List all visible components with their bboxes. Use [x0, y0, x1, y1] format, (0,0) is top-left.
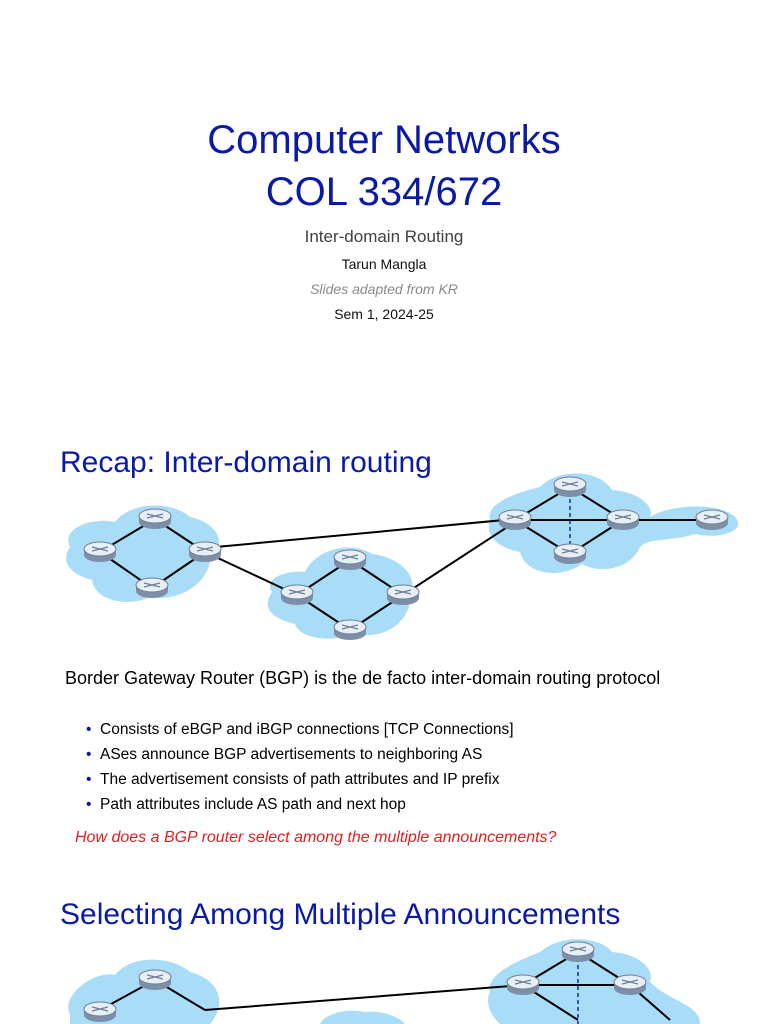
router-icon — [138, 508, 172, 530]
router-icon — [386, 584, 420, 606]
as-cloud-left — [66, 505, 220, 602]
recap-heading: Recap: Inter-domain routing — [60, 446, 432, 479]
bullet-dot-icon: • — [86, 721, 92, 738]
slide-title-line2: COL 334/672 — [265, 170, 503, 214]
router-icon — [83, 1001, 117, 1023]
router-icon — [695, 509, 729, 531]
bullet-dot-icon: • — [86, 771, 92, 788]
as-cloud-middle — [320, 1010, 405, 1024]
semester-label: Sem 1, 2024-25 — [334, 306, 434, 322]
bullet-dot-icon: • — [86, 746, 92, 763]
router-icon — [553, 476, 587, 498]
router-icon — [553, 543, 587, 565]
list-item: • Path attributes include AS path and nex… — [86, 792, 514, 817]
router-icon — [561, 941, 595, 963]
bullet-text: The advertisement consists of path attri… — [100, 771, 500, 788]
router-icon — [498, 509, 532, 531]
as-cloud-right — [488, 939, 700, 1024]
router-icon — [613, 974, 647, 996]
bullet-dot-icon: • — [86, 796, 92, 813]
list-item: • The advertisement consists of path attr… — [86, 767, 514, 792]
recap-question: How does a BGP router select among the m… — [75, 829, 557, 846]
router-icon — [83, 541, 117, 563]
network-diagram-select — [68, 939, 700, 1024]
bullet-text: Consists of eBGP and iBGP connections [T… — [100, 721, 514, 738]
router-icon — [280, 584, 314, 606]
recap-intro: Border Gateway Router (BGP) is the de fa… — [65, 668, 661, 688]
router-icon — [135, 577, 169, 599]
router-icon — [333, 549, 367, 571]
network-diagram-recap — [66, 473, 739, 641]
slide-subtitle: Inter-domain Routing — [304, 227, 464, 246]
list-item: • ASes announce BGP advertisements to nei… — [86, 742, 514, 767]
router-icon — [188, 541, 222, 563]
router-icon — [138, 969, 172, 991]
bullet-text: ASes announce BGP advertisements to neig… — [100, 746, 483, 763]
router-icon — [606, 509, 640, 531]
slide-credit: Slides adapted from KR — [310, 281, 458, 297]
select-heading: Selecting Among Multiple Announcements — [60, 898, 621, 931]
slide-title-line1: Computer Networks — [207, 118, 561, 162]
list-item: • Consists of eBGP and iBGP connections [… — [86, 717, 514, 742]
router-icon — [506, 974, 540, 996]
recap-bullet-list: • Consists of eBGP and iBGP connections [… — [86, 717, 514, 817]
as-cloud-middle — [267, 547, 413, 639]
author-name: Tarun Mangla — [341, 256, 427, 272]
bullet-text: Path attributes include AS path and next… — [100, 796, 406, 813]
router-icon — [333, 619, 367, 641]
